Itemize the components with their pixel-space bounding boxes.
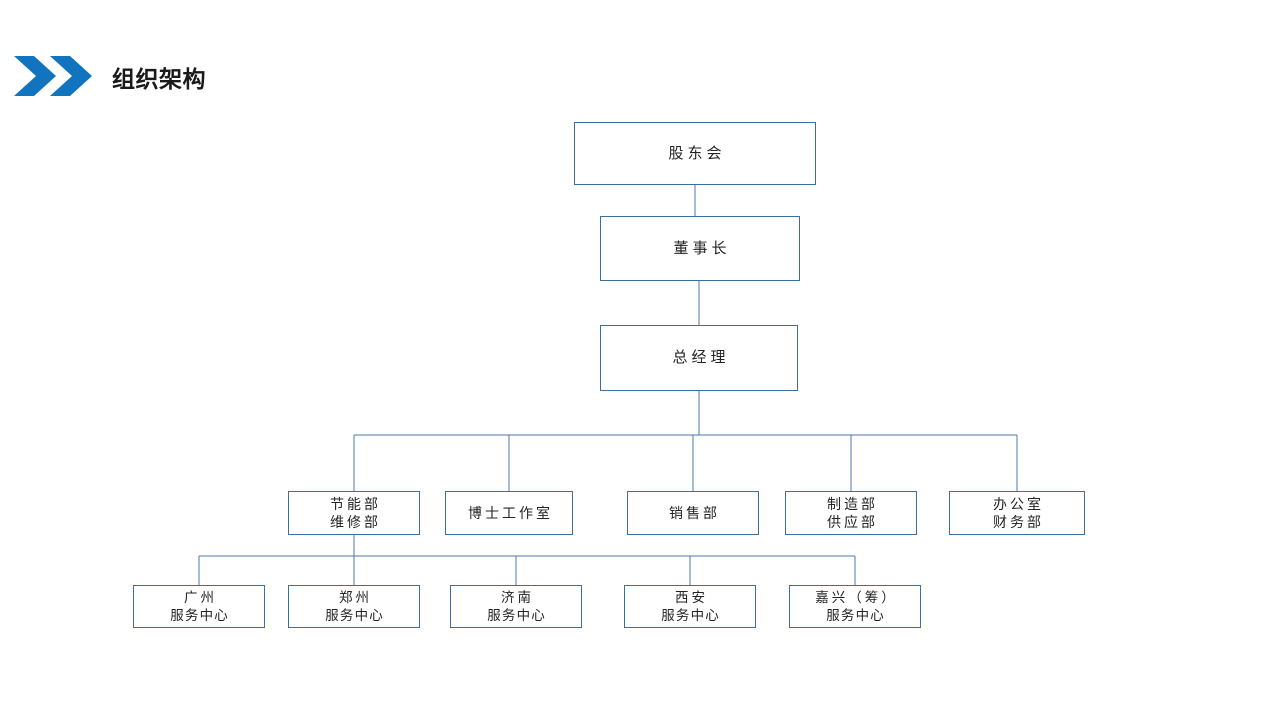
org-node-xian-line2: 服务中心 <box>661 607 720 623</box>
org-node-guangzhou-line2: 服务中心 <box>170 607 229 623</box>
org-node-general-manager-line1: 总经理 <box>672 349 730 367</box>
org-node-office-finance-line1: 办公室 <box>993 495 1044 512</box>
org-node-zhengzhou-service-center[interactable]: 郑州 服务中心 <box>288 585 420 628</box>
org-node-energy-maintenance[interactable]: 节能部 维修部 <box>288 491 420 535</box>
org-node-jiaxing-service-center[interactable]: 嘉兴（筹） 服务中心 <box>789 585 921 628</box>
double-chevron-right-icon <box>14 56 92 96</box>
org-node-sales[interactable]: 销售部 <box>627 491 759 535</box>
org-node-manufacturing-supply-line2: 供应部 <box>827 514 878 530</box>
org-node-jinan-line1: 济南 <box>501 589 534 605</box>
org-node-office-finance-line2: 财务部 <box>993 514 1044 530</box>
org-node-energy-maintenance-line1: 节能部 <box>330 495 381 512</box>
org-node-jiaxing-line1: 嘉兴（筹） <box>815 589 898 605</box>
org-node-general-manager[interactable]: 总经理 <box>600 325 798 391</box>
org-node-doctoral-studio-line1: 博士工作室 <box>468 504 553 521</box>
org-node-xian-service-center[interactable]: 西安 服务中心 <box>624 585 756 628</box>
org-node-shareholders-line1: 股东会 <box>668 144 726 162</box>
org-node-energy-maintenance-line2: 维修部 <box>330 514 381 530</box>
org-node-zhengzhou-line1: 郑州 <box>339 589 372 605</box>
org-node-shareholders[interactable]: 股东会 <box>574 122 816 185</box>
org-node-sales-line1: 销售部 <box>669 504 720 521</box>
org-node-manufacturing-supply-line1: 制造部 <box>827 495 878 512</box>
page-title: 组织架构 <box>112 66 206 92</box>
org-node-guangzhou-line1: 广州 <box>184 589 217 605</box>
org-node-office-finance[interactable]: 办公室 财务部 <box>949 491 1085 535</box>
org-node-manufacturing-supply[interactable]: 制造部 供应部 <box>785 491 917 535</box>
org-node-xian-line1: 西安 <box>675 589 708 605</box>
org-node-jiaxing-line2: 服务中心 <box>826 607 885 623</box>
org-node-guangzhou-service-center[interactable]: 广州 服务中心 <box>133 585 265 628</box>
org-node-chairman[interactable]: 董事长 <box>600 216 800 281</box>
org-node-jinan-service-center[interactable]: 济南 服务中心 <box>450 585 582 628</box>
org-node-chairman-line1: 董事长 <box>673 239 731 257</box>
org-node-jinan-line2: 服务中心 <box>487 607 546 623</box>
slide-header: 组织架构 <box>0 46 1280 108</box>
org-node-zhengzhou-line2: 服务中心 <box>325 607 384 623</box>
org-node-doctoral-studio[interactable]: 博士工作室 <box>445 491 573 535</box>
